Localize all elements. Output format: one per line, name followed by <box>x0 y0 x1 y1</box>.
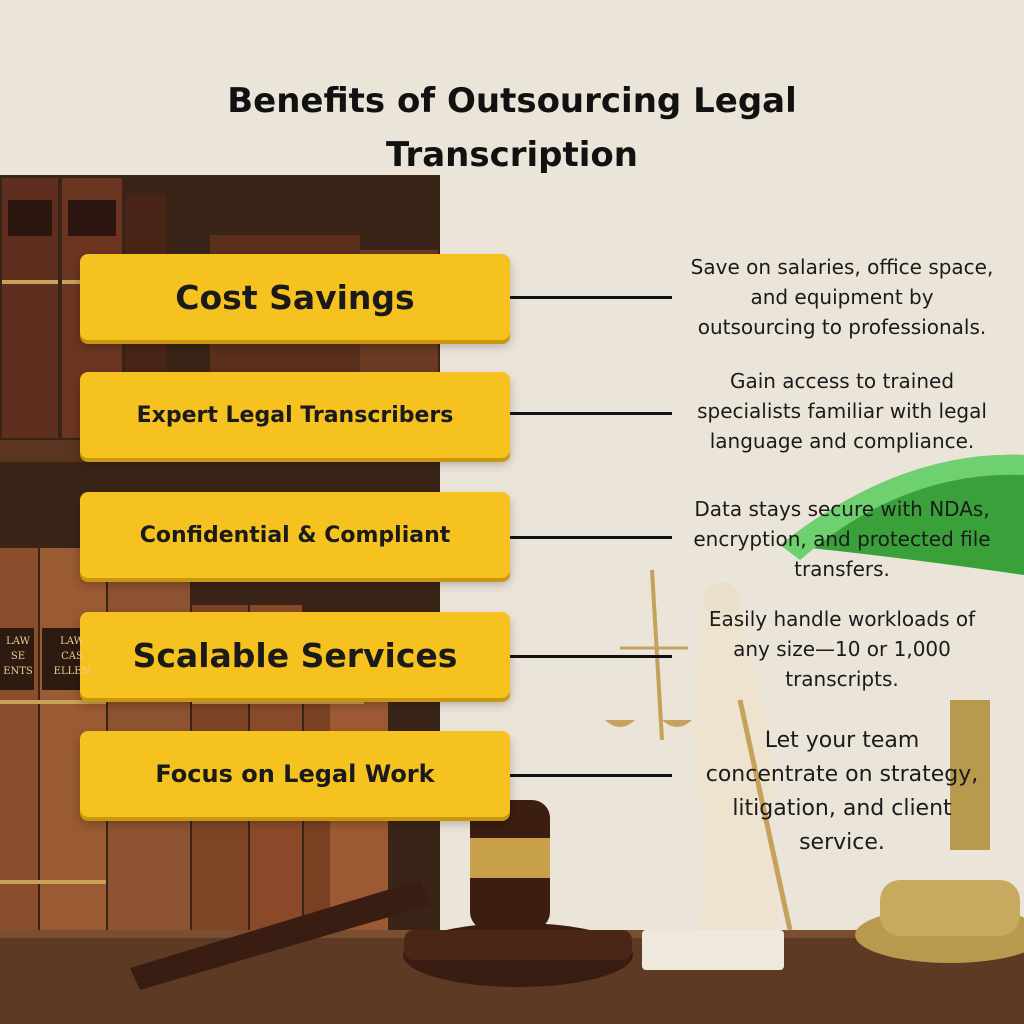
benefit-label-confidential-compliant: Confidential & Compliant <box>80 492 510 578</box>
description-line: transfers. <box>794 557 890 581</box>
description-line: Gain access to trained <box>729 369 955 393</box>
spine-line: ELLEN <box>53 666 91 677</box>
benefit-label-scalable-services: Scalable Services <box>80 612 510 698</box>
benefit-description-scalable-services: Easily handle workloads of any size—10 o… <box>672 604 1012 694</box>
benefit-label-expert-transcribers: Expert Legal Transcribers <box>80 372 510 458</box>
description-line: transcripts. <box>785 667 899 691</box>
description-line: Data stays secure with NDAs, <box>694 497 990 521</box>
justice-statue <box>605 569 793 970</box>
description-line: encryption, and protected file <box>693 527 991 551</box>
description-line: service. <box>799 830 885 855</box>
spine-line: SE <box>10 651 26 662</box>
description-line: language and compliance. <box>709 429 975 453</box>
benefit-description-confidential-compliant: Data stays secure with NDAs, encryption,… <box>672 494 1012 584</box>
description-line: concentrate on strategy, <box>705 762 979 787</box>
description-line: Let your team <box>764 728 920 753</box>
spine-line: ENTS <box>3 666 33 677</box>
page-title: Benefits of Outsourcing Legal Transcript… <box>180 74 844 182</box>
connector-line <box>510 536 672 539</box>
title-line-1: Benefits of Outsourcing Legal <box>227 81 797 121</box>
description-line: Easily handle workloads of <box>708 607 976 631</box>
benefit-description-focus-legal-work: Let your team concentrate on strategy, l… <box>672 724 1012 860</box>
spine-line: LAW <box>60 636 84 647</box>
connector-line <box>510 412 672 415</box>
benefit-label-focus-legal-work: Focus on Legal Work <box>80 731 510 817</box>
benefit-description-expert-transcribers: Gain access to trained specialists famil… <box>672 366 1012 456</box>
description-line: any size—10 or 1,000 <box>733 637 951 661</box>
connector-line <box>510 655 672 658</box>
description-line: specialists familiar with legal <box>697 399 987 423</box>
spine-line: LAW <box>6 636 30 647</box>
spine-line: CAS <box>61 651 83 662</box>
gavel <box>130 800 633 990</box>
connector-line <box>510 774 672 777</box>
bankers-lamp <box>780 454 1024 963</box>
book-spine-text: LAW SE ENTS <box>2 634 34 679</box>
description-line: litigation, and client <box>732 796 952 821</box>
description-line: outsourcing to professionals. <box>697 315 987 339</box>
description-line: and equipment by <box>750 285 934 309</box>
description-line: Save on salaries, office space, <box>690 255 994 279</box>
title-line-2: Transcription <box>386 135 638 175</box>
book-spine-text: LAW CAS ELLEN <box>44 634 100 679</box>
benefit-description-cost-savings: Save on salaries, office space, and equi… <box>672 252 1012 342</box>
benefit-label-cost-savings: Cost Savings <box>80 254 510 340</box>
connector-line <box>510 296 672 299</box>
